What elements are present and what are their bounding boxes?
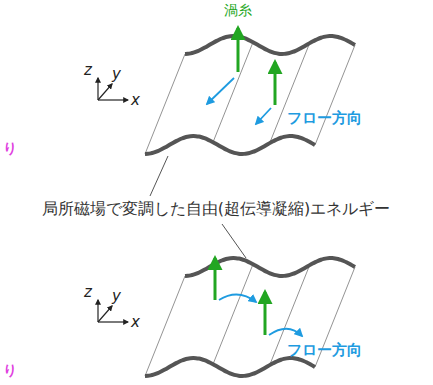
callout-label: 局所磁場で変調した自由(超伝導凝縮)エネルギー <box>42 200 390 218</box>
cut-off-text: り <box>3 140 17 156</box>
flow-arrow <box>207 78 234 104</box>
axis-arrow <box>97 78 98 100</box>
flow-label: フロー方向 <box>287 110 362 127</box>
vortex-arrow <box>237 28 240 72</box>
energy-curve <box>185 258 355 276</box>
leader-line <box>222 224 246 258</box>
energy-curve <box>145 136 315 154</box>
axis-label: z <box>84 284 92 301</box>
vortex-arrow <box>214 258 217 300</box>
surface-ruling <box>315 45 355 145</box>
flow-arrow <box>219 294 256 302</box>
axis-arrow <box>98 321 128 322</box>
axis-arrow <box>98 99 128 100</box>
axis-label: y <box>112 66 121 83</box>
energy-curve <box>145 358 315 376</box>
axis-label: x <box>131 314 140 331</box>
flow-arrow <box>269 329 302 336</box>
axis-label: x <box>131 92 140 109</box>
vortex-arrow <box>274 62 277 105</box>
surface-ruling <box>213 264 253 364</box>
surface-ruling <box>270 43 310 143</box>
flow-arrow <box>256 108 271 124</box>
vortex-label: 渦糸 <box>224 2 252 18</box>
flow-label: フロー方向 <box>287 342 362 359</box>
leader-line <box>150 156 168 196</box>
energy-curve <box>185 36 355 54</box>
wavy-surface <box>98 28 355 154</box>
axis-arrow <box>97 300 98 322</box>
axis-label: z <box>84 62 92 79</box>
vortex-arrow <box>264 292 267 335</box>
axis-label: y <box>112 288 121 305</box>
cut-off-text: り <box>3 362 17 378</box>
axis-arrow <box>98 306 112 322</box>
axis-arrow <box>98 84 112 100</box>
